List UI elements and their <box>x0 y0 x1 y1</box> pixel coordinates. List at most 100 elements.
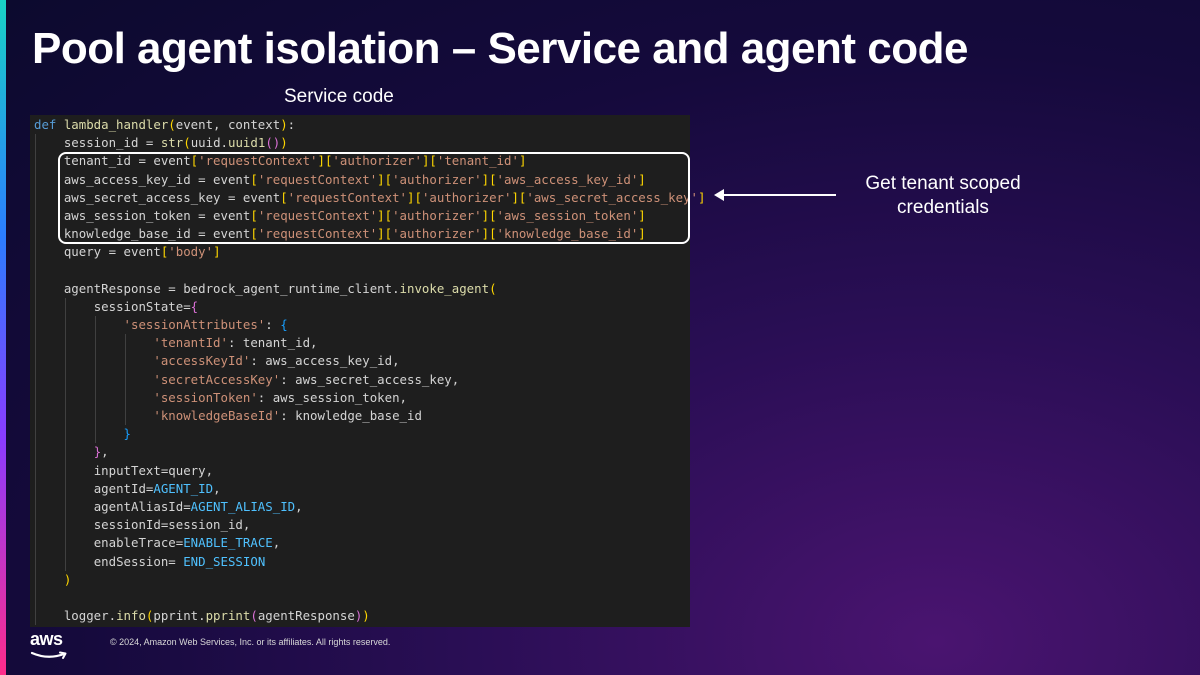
code-token: str <box>160 135 184 151</box>
code-token: pprint. <box>153 608 206 624</box>
indent-space <box>34 463 94 478</box>
indent-guide <box>64 352 66 371</box>
code-token: invoke_agent <box>399 280 490 296</box>
indent-space <box>34 335 153 350</box>
indent-guide <box>64 388 66 407</box>
code-token: } <box>93 444 102 460</box>
code-token: ][ <box>377 226 393 242</box>
indent-space <box>34 554 94 569</box>
indent-guide <box>35 170 36 189</box>
code-token: sessionId=session_id, <box>93 517 251 533</box>
code-token: endSession= <box>93 553 184 569</box>
code-token: 'sessionAttributes' <box>123 317 266 333</box>
code-token: ) <box>280 117 288 132</box>
code-token: [ <box>160 244 169 260</box>
code-token: ) <box>354 608 363 624</box>
code-token: 'knowledge_base_id' <box>496 226 639 242</box>
indent-space <box>34 299 94 314</box>
code-token: ( <box>489 280 497 296</box>
indent-guide <box>35 388 36 407</box>
code-token: : tenant_id, <box>227 335 318 351</box>
code-token: 'requestContext' <box>287 189 408 205</box>
indent-guide <box>64 334 66 353</box>
code-token: , <box>101 444 109 460</box>
indent-guide <box>35 588 36 608</box>
code-token: 'aws_secret_access_key' <box>526 189 698 205</box>
code-token: agentResponse <box>257 608 355 624</box>
code-token: [ <box>280 189 288 205</box>
code-token: ENABLE_TRACE <box>183 535 273 551</box>
copyright-notice: © 2024, Amazon Web Services, Inc. or its… <box>110 637 391 647</box>
code-token: AGENT_ALIAS_ID <box>190 498 296 514</box>
indent-guide <box>35 443 36 462</box>
code-token: : knowledge_base_id <box>280 408 422 423</box>
code-token: 'authorizer' <box>392 226 482 242</box>
indent-guide <box>35 316 36 335</box>
code-token: session_id = <box>63 135 161 151</box>
indent-guide <box>35 479 36 498</box>
indent-guide <box>64 479 66 498</box>
indent-guide <box>35 243 36 262</box>
code-token: query = event <box>63 244 161 260</box>
code-token: 'secretAccessKey' <box>153 371 281 387</box>
indent-space <box>34 281 64 296</box>
indent-space <box>34 499 94 514</box>
code-token: ][ <box>407 189 422 205</box>
indent-guide <box>124 334 126 353</box>
indent-guide <box>64 407 66 426</box>
indent-guide <box>124 370 126 389</box>
code-token: uuid1 <box>228 135 266 151</box>
indent-space <box>34 263 64 278</box>
code-token: tenant_id = event <box>63 153 191 169</box>
indent-guide <box>35 607 36 626</box>
code-token: 'authorizer' <box>392 171 482 187</box>
annotation-label: Get tenant scoped credentials <box>865 173 1021 218</box>
code-token: ] <box>213 244 221 260</box>
code-token: 'authorizer' <box>421 189 512 205</box>
indent-space <box>34 590 64 605</box>
indent-guide <box>35 188 36 207</box>
arrow-head-icon <box>714 189 724 201</box>
code-token: agentAliasId= <box>93 498 191 514</box>
code-line: endSession= END_SESSION <box>30 552 690 571</box>
indent-space <box>34 353 153 368</box>
left-gradient-bar <box>0 0 6 675</box>
code-line: aws_access_key_id = event['requestContex… <box>30 170 690 189</box>
code-token: 'requestContext' <box>198 153 318 169</box>
code-token: [ <box>250 226 258 242</box>
indent-guide <box>64 516 66 535</box>
indent-guide <box>124 352 126 371</box>
code-token: , <box>295 498 303 514</box>
code-token: ] <box>518 153 527 169</box>
indent-guide <box>35 552 36 571</box>
code-line: } <box>30 425 690 444</box>
code-token: enableTrace= <box>93 535 184 551</box>
indent-guide <box>35 407 36 426</box>
indent-guide <box>35 334 36 353</box>
code-line <box>30 261 690 280</box>
indent-guide <box>94 370 96 389</box>
code-token: : aws_secret_access_key, <box>280 371 460 387</box>
code-token: } <box>123 426 131 442</box>
indent-guide <box>94 334 96 353</box>
indent-space <box>34 372 153 387</box>
code-token: ] <box>697 189 706 205</box>
indent-guide <box>64 443 66 462</box>
indent-space <box>34 572 64 587</box>
indent-guide <box>35 570 36 589</box>
code-line: 'sessionAttributes': { <box>30 316 690 335</box>
indent-space <box>34 244 64 259</box>
indent-guide <box>35 206 36 226</box>
code-token: : <box>265 317 281 333</box>
code-token: inputText=query, <box>93 462 214 478</box>
code-token: uuid. <box>190 135 228 151</box>
code-token: [ <box>250 207 258 223</box>
credentials-highlight-box <box>58 152 690 244</box>
indent-guide <box>94 425 96 444</box>
code-token: 'requestContext' <box>257 226 378 242</box>
indent-guide <box>35 534 36 553</box>
aws-smile-icon <box>30 651 67 659</box>
indent-space <box>34 426 124 441</box>
indent-space <box>34 444 94 459</box>
indent-guide <box>94 316 96 335</box>
